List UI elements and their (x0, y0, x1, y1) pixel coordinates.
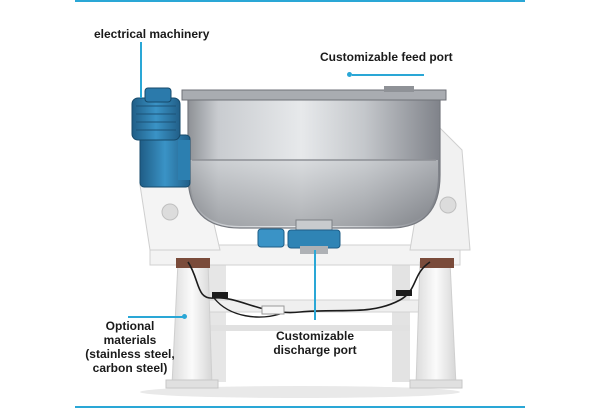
pneumatic-actuator (257, 228, 285, 248)
feed-port-leader-line (352, 74, 424, 76)
front-right-leg (415, 261, 457, 386)
right-plate-hole (439, 196, 457, 214)
top-divider-line (75, 0, 525, 2)
motor-coupling (178, 140, 190, 180)
junction-box (261, 305, 285, 315)
feed-port-label: Customizable feed port (320, 50, 453, 64)
motor-label: electrical machinery (94, 27, 210, 41)
discharge-line-2: discharge port (273, 343, 357, 357)
materials-line-1: Optional (105, 319, 155, 333)
drum-lid (181, 89, 447, 101)
bottom-divider-line (75, 406, 525, 408)
cable-connector-left (212, 292, 228, 298)
materials-leader-dot (182, 314, 187, 319)
materials-leader-line (128, 316, 184, 318)
electric-motor (131, 97, 181, 141)
materials-line-2: materials (103, 333, 157, 347)
materials-line-4: carbon steel) (92, 361, 168, 375)
feed-port-leader-dot (347, 72, 352, 77)
motor-junction-box (144, 87, 172, 103)
right-foot (409, 379, 463, 389)
motor-leader-line (140, 42, 142, 98)
rear-crossbar (205, 325, 410, 331)
right-load-cell (420, 258, 454, 268)
drum-lower-shade (190, 160, 438, 226)
left-load-cell (176, 258, 210, 268)
floor-shadow (140, 386, 460, 398)
discharge-valve-body (287, 229, 341, 249)
discharge-leader-line (314, 250, 316, 320)
cable-connector-right (396, 290, 412, 296)
discharge-line-1: Customizable (275, 329, 354, 343)
left-foot (165, 379, 219, 389)
back-right-leg (392, 262, 410, 382)
materials-label: Optional materials (stainless steel, car… (78, 319, 182, 375)
feed-port-cover (384, 86, 414, 92)
materials-line-3: (stainless steel, (85, 347, 175, 361)
discharge-label: Customizable discharge port (260, 329, 370, 357)
left-plate-hole (161, 203, 179, 221)
